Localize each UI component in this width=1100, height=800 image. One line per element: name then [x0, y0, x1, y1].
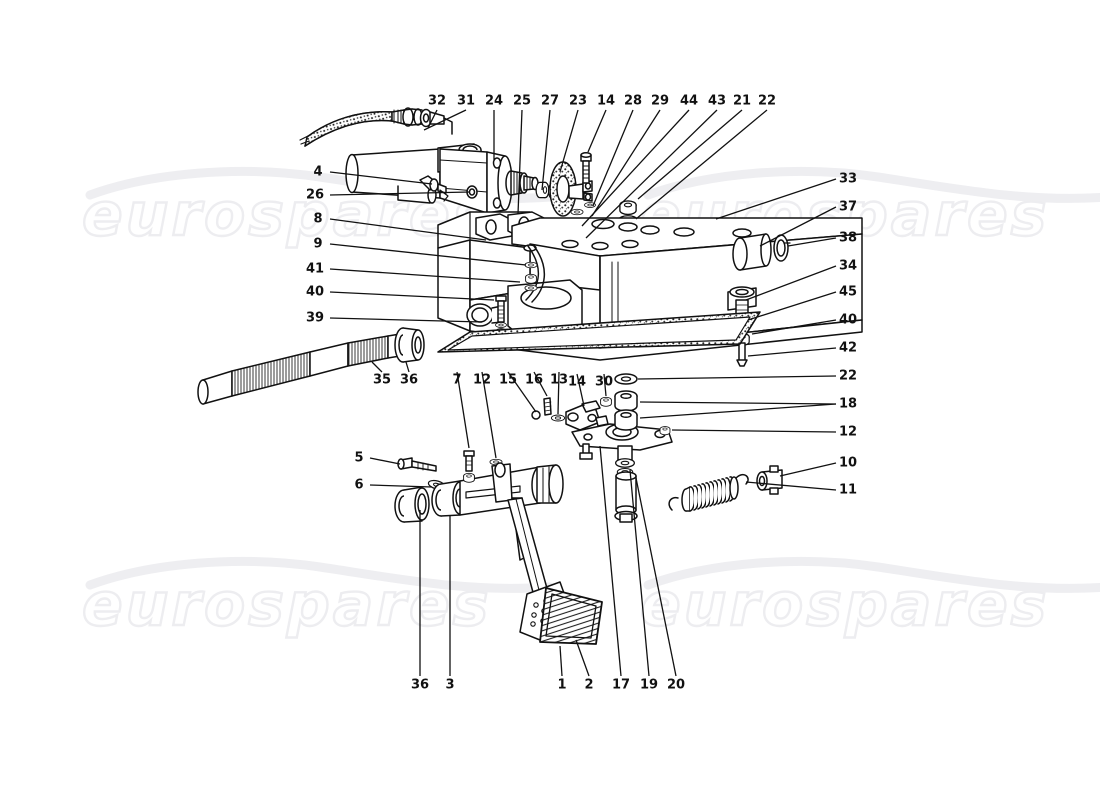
callout-34: 34 — [838, 258, 858, 274]
callout-10: 10 — [838, 455, 858, 471]
callout-13: 13 — [549, 372, 569, 388]
callout-3: 3 — [445, 677, 455, 693]
callout-2: 2 — [584, 677, 594, 693]
callout-40-left: 40 — [305, 284, 325, 300]
callout-20: 20 — [666, 677, 686, 693]
callout-17: 17 — [611, 677, 631, 693]
callout-33: 33 — [838, 171, 858, 187]
callout-30: 30 — [594, 374, 614, 390]
callout-36-bottom: 36 — [410, 677, 430, 693]
callout-22-right: 22 — [838, 368, 858, 384]
callout-43: 43 — [707, 93, 727, 109]
callout-19: 19 — [639, 677, 659, 693]
callout-36-mid: 36 — [399, 372, 419, 388]
callout-29: 29 — [650, 93, 670, 109]
callout-18: 18 — [838, 396, 858, 412]
callout-6: 6 — [354, 477, 364, 493]
callout-15: 15 — [498, 372, 518, 388]
callout-4: 4 — [313, 164, 323, 180]
callout-23: 23 — [568, 93, 588, 109]
callout-39: 39 — [305, 310, 325, 326]
callout-27: 27 — [540, 93, 560, 109]
callout-21: 21 — [732, 93, 752, 109]
callout-12-right: 12 — [838, 424, 858, 440]
callout-8: 8 — [313, 211, 323, 227]
callout-32: 32 — [427, 93, 447, 109]
callout-41: 41 — [305, 261, 325, 277]
callout-7: 7 — [452, 372, 462, 388]
callout-35: 35 — [372, 372, 392, 388]
callout-31: 31 — [456, 93, 476, 109]
callout-22-top: 22 — [757, 93, 777, 109]
callout-44: 44 — [679, 93, 699, 109]
callout-9: 9 — [313, 236, 323, 252]
callout-25: 25 — [512, 93, 532, 109]
callout-12-mid: 12 — [472, 372, 492, 388]
callout-5: 5 — [354, 450, 364, 466]
callout-37: 37 — [838, 199, 858, 215]
callout-38: 38 — [838, 230, 858, 246]
callout-26: 26 — [305, 187, 325, 203]
callout-1: 1 — [557, 677, 567, 693]
callout-42: 42 — [838, 340, 858, 356]
callout-16: 16 — [524, 372, 544, 388]
callout-11: 11 — [838, 482, 858, 498]
callout-14-top: 14 — [596, 93, 616, 109]
callout-40-right: 40 — [838, 312, 858, 328]
callout-28: 28 — [623, 93, 643, 109]
callout-14-mid: 14 — [567, 374, 587, 390]
callout-45: 45 — [838, 284, 858, 300]
callout-24: 24 — [484, 93, 504, 109]
